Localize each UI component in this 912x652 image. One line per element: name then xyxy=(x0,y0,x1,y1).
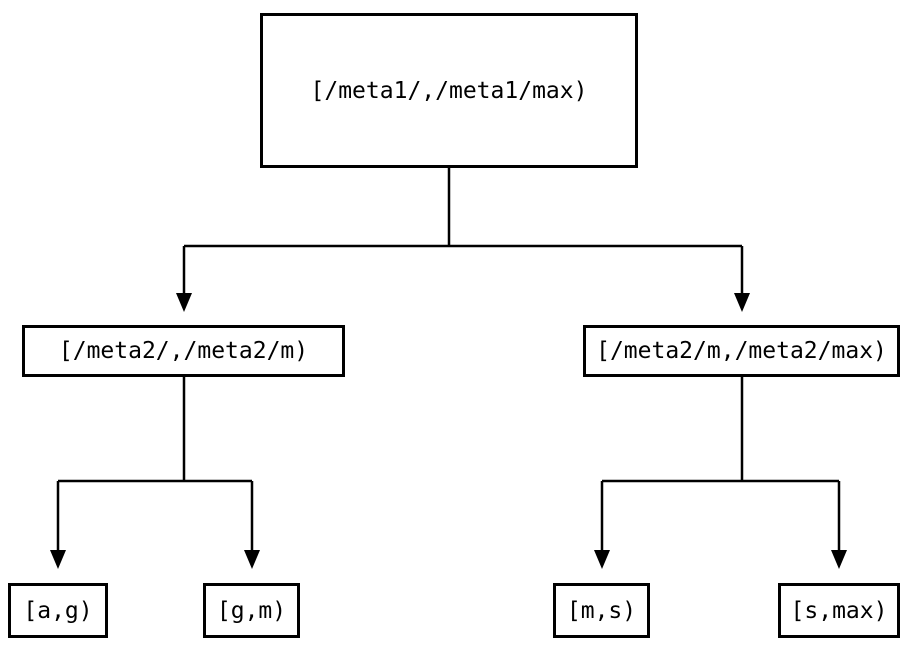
node-meta2-high: [/meta2/m,/meta2/max) xyxy=(583,325,900,377)
node-leaf-ms: [m,s) xyxy=(553,583,650,638)
arrow-down-icon xyxy=(176,293,192,312)
arrow-down-icon xyxy=(734,293,750,312)
node-root: [/meta1/,/meta1/max) xyxy=(260,13,638,168)
node-leaf-gm: [g,m) xyxy=(203,583,300,638)
node-leaf-ag: [a,g) xyxy=(8,583,108,638)
arrow-down-icon xyxy=(594,550,610,569)
node-meta2-low: [/meta2/,/meta2/m) xyxy=(22,325,345,377)
arrow-down-icon xyxy=(50,550,66,569)
arrow-down-icon xyxy=(244,550,260,569)
arrow-down-icon xyxy=(831,550,847,569)
node-leaf-smax: [s,max) xyxy=(778,583,900,638)
